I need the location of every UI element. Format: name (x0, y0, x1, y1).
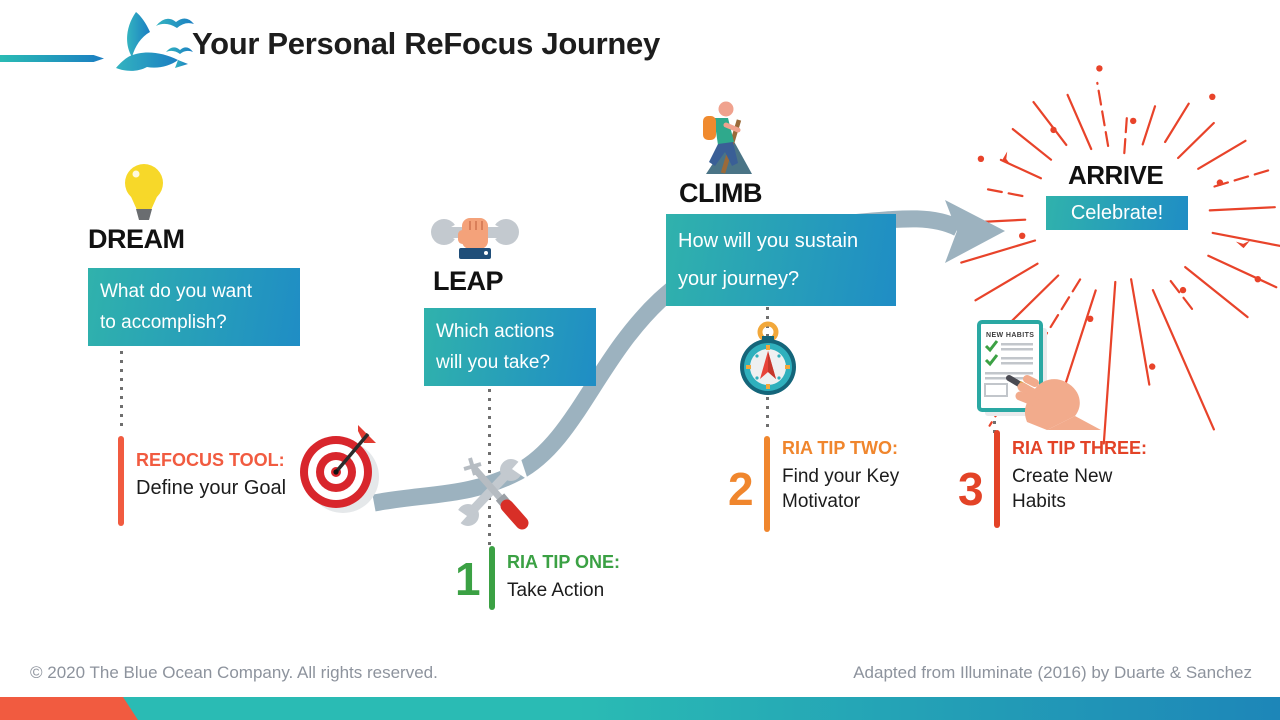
footer-copyright: © 2020 The Blue Ocean Company. All right… (30, 663, 438, 682)
tip-two-text: Find your Key Motivator (782, 466, 900, 512)
tip-two-number: 2 (728, 463, 754, 515)
checklist-hand-icon: NEW HABITS (975, 316, 1107, 430)
leap-question-box: Which actions will you take? (424, 308, 596, 386)
tip-three-title: RIA TIP THREE: (1012, 438, 1148, 458)
footer-attribution: Adapted from Illuminate (2016) by Duarte… (853, 663, 1252, 682)
header-accent-rule (0, 55, 104, 62)
dream-question-box: What do you want to accomplish? (88, 268, 300, 346)
fist-wrench-icon (430, 210, 520, 272)
stage-dream-label: DREAM (88, 224, 185, 254)
footer-stripe-accent (0, 697, 138, 720)
celebrate-box: Celebrate! (1046, 196, 1188, 230)
tip-one-title: RIA TIP ONE: (507, 552, 621, 572)
stage-leap-label: LEAP (433, 266, 504, 296)
dartboard-icon (296, 420, 382, 516)
tip-three-text: Create New Habits (1012, 466, 1113, 512)
compass-icon (736, 320, 800, 398)
refocus-tool-text: Define your Goal (136, 477, 287, 499)
stage-climb-label: CLIMB (679, 178, 762, 208)
tip-three-bar (994, 430, 1000, 528)
checklist-title: NEW HABITS (986, 332, 1034, 339)
lightbulb-icon (118, 162, 170, 226)
tip-two-title: RIA TIP TWO: (782, 438, 898, 458)
refocus-tool-title: REFOCUS TOOL: (136, 450, 285, 470)
tip-one-text: Take Action (507, 580, 605, 601)
refocus-tool-bar (118, 436, 124, 526)
dotted-connector-dream (120, 342, 123, 432)
hiker-icon (676, 98, 754, 176)
page-title: Your Personal ReFocus Journey (192, 26, 660, 61)
crossed-tools-icon (450, 452, 534, 534)
tip-three-number: 3 (958, 463, 984, 515)
tip-one-bar (489, 546, 495, 610)
tip-two-bar (764, 436, 770, 532)
blue-ocean-birds-logo-icon (100, 10, 196, 82)
climb-question-box: How will you sustain your journey? (666, 214, 896, 306)
footer-stripe (0, 697, 1280, 720)
tip-one-number: 1 (455, 553, 481, 605)
stage-arrive-label: ARRIVE (1068, 160, 1164, 190)
